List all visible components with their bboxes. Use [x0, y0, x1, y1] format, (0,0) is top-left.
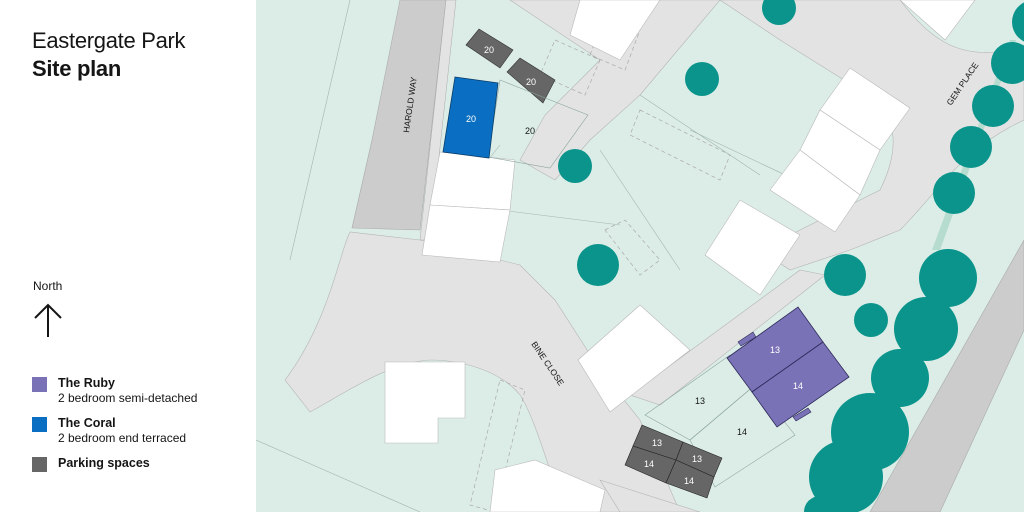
legend-name: Parking spaces [58, 456, 150, 470]
legend-name: The Ruby [58, 376, 115, 390]
parking-swatch [32, 457, 47, 472]
existing-houses [384, 0, 976, 512]
main-road-east [869, 239, 1024, 512]
legend-description: 2 bedroom end terraced [58, 431, 187, 445]
development-name: Eastergate Park [32, 28, 186, 53]
parking-space [506, 57, 556, 104]
parking-plot-number: 13 [652, 438, 662, 448]
coral-house[interactable] [442, 76, 499, 159]
parking-plot-number: 13 [692, 454, 702, 464]
coral-parking: 20 20 [465, 28, 556, 104]
ruby-houses[interactable]: 13 14 [726, 306, 850, 428]
page-title: Site plan [32, 56, 121, 81]
parking-plot-number: 20 [484, 45, 494, 55]
legend-name: The Coral [58, 416, 116, 430]
garden-plot-number: 20 [525, 126, 535, 136]
garden-plot-number: 14 [737, 427, 747, 437]
coral-swatch [32, 417, 47, 432]
coral-plot-number: 20 [466, 114, 476, 124]
ruby-house-14[interactable] [751, 341, 850, 428]
ruby-plot-number: 14 [793, 381, 803, 391]
access-roads [284, 0, 1024, 512]
site-map[interactable]: 20 20 20 20 13 14 13 14 [256, 0, 1024, 512]
ruby-parking [624, 424, 723, 499]
compass-label: North [33, 279, 63, 293]
ruby-plot-number: 13 [770, 345, 780, 355]
north-arrow-icon [34, 303, 62, 337]
harold-way-road [351, 0, 447, 231]
trees [558, 0, 1024, 512]
info-panel: Eastergate Park Site plan North The Ruby… [0, 0, 256, 512]
parking-plot-number: 14 [684, 476, 694, 486]
parking-plot-number: 20 [526, 77, 536, 87]
parking-plot-number: 14 [644, 459, 654, 469]
legend-description: 2 bedroom semi-detached [58, 391, 198, 405]
parking-space [465, 28, 514, 69]
garden-plot-number: 13 [695, 396, 705, 406]
ruby-swatch [32, 377, 47, 392]
